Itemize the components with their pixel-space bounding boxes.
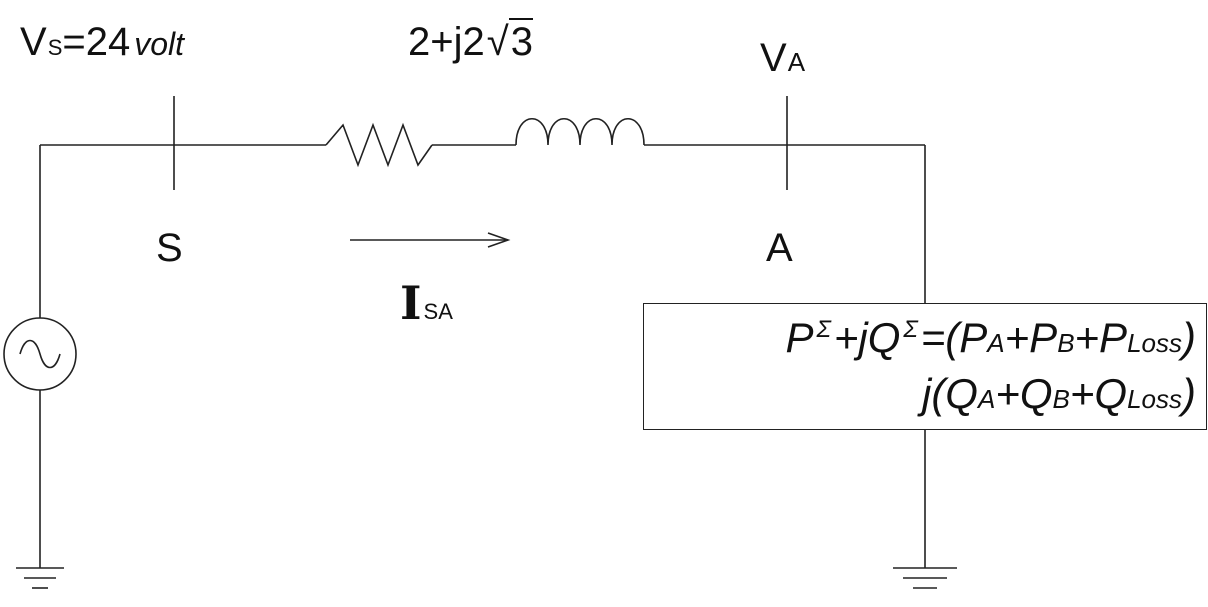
jq-term: +jQ: [833, 314, 901, 361]
j-open-qa: j(Q: [921, 370, 978, 417]
node-a-voltage-label: VA: [760, 38, 805, 78]
source-voltage-subscript: S: [47, 35, 63, 60]
plus-pb: +P: [1004, 314, 1058, 361]
line-impedance-label: 2+j2√3: [408, 18, 533, 64]
node-a-voltage-symbol: V: [760, 36, 787, 80]
impedance-main: 2+j2: [408, 20, 485, 64]
impedance-root: √3: [486, 18, 533, 64]
ploss-subscript: Loss: [1127, 328, 1182, 358]
resistor-symbol: [325, 122, 433, 168]
node-a-label: A: [766, 226, 793, 270]
pb-subscript: B: [1057, 328, 1075, 358]
plus-qb: +Q: [995, 370, 1053, 417]
sine-wave-icon: [19, 339, 61, 369]
pa-subscript: A: [987, 328, 1005, 358]
source-voltage-unit: volt: [134, 26, 185, 62]
close-paren-2: ): [1182, 370, 1196, 417]
current-symbol: I: [400, 276, 422, 330]
inductor-symbol: [515, 118, 645, 146]
radicand: 3: [508, 18, 533, 64]
source-voltage-value: =24: [62, 20, 131, 64]
close-paren-1: ): [1182, 314, 1196, 361]
current-label: ISA: [400, 280, 453, 326]
current-arrow-head: [487, 232, 511, 248]
plus-ploss: +P: [1074, 314, 1128, 361]
current-subscript: SA: [423, 299, 453, 324]
sigma-superscript-q: Σ: [903, 316, 918, 343]
p-sigma-symbol: P: [785, 314, 814, 361]
power-equation-line2: j(QA+QB+QLoss): [922, 370, 1196, 418]
qa-subscript: A: [977, 384, 996, 414]
qloss-subscript: Loss: [1127, 384, 1182, 414]
radical-sign: √: [486, 20, 509, 64]
node-s-label: S: [156, 226, 183, 270]
qb-subscript: B: [1052, 384, 1070, 414]
eq-open-pa: =(P: [920, 314, 988, 361]
source-voltage-symbol: V: [20, 20, 47, 64]
plus-qloss: +Q: [1069, 370, 1128, 417]
node-a-voltage-subscript: A: [787, 47, 806, 77]
sigma-superscript-p: Σ: [816, 316, 831, 343]
